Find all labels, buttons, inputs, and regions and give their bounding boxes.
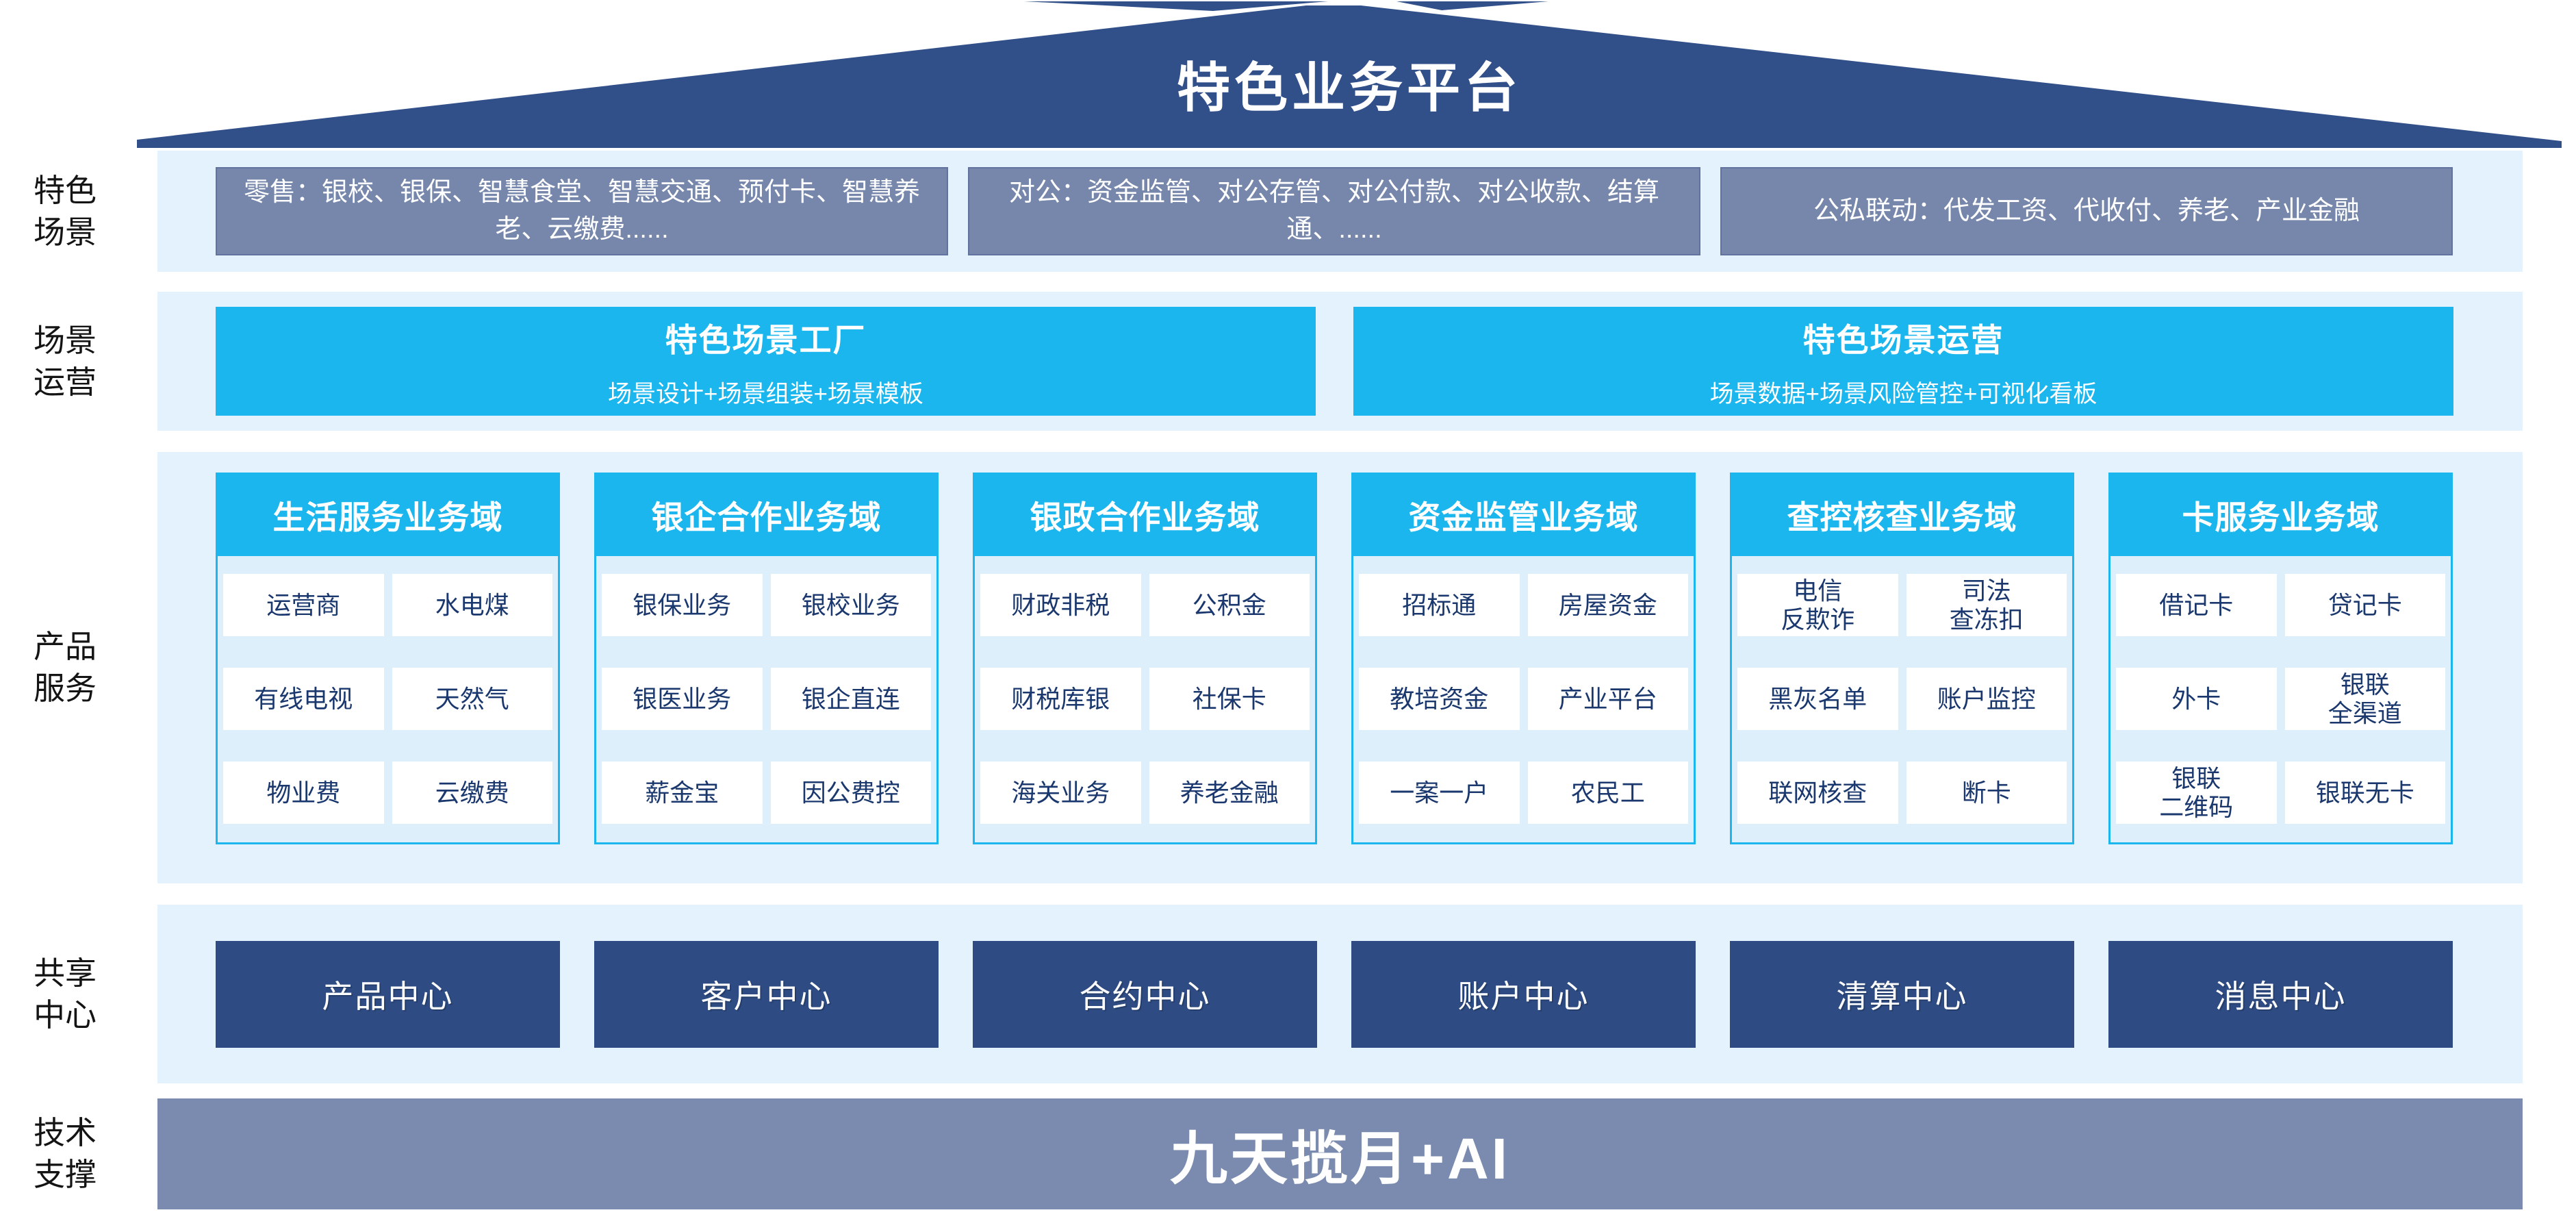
operation-subtitle: 场景设计+场景组装+场景模板 [608, 380, 923, 407]
product-column-body: 银保业务 银校业务 银医业务 银企直连 薪金宝 因公费控 [594, 556, 939, 844]
product-cell: 公积金 [1149, 574, 1310, 636]
product-cell: 黑灰名单 [1737, 668, 1898, 730]
product-cell: 贷记卡 [2284, 574, 2445, 636]
shared-centers-band: 产品中心 客户中心 合约中心 账户中心 清算中心 消息中心 [157, 905, 2523, 1083]
center-box-customer: 客户中心 [594, 940, 939, 1048]
product-column-bank-enterprise: 银企合作业务域 银保业务 银校业务 银医业务 银企直连 薪金宝 因公费控 [594, 473, 939, 844]
product-cell: 一案一户 [1359, 762, 1520, 824]
product-cell: 因公费控 [770, 762, 931, 824]
product-column-header: 银企合作业务域 [594, 473, 939, 556]
product-column-body: 电信 反欺诈 司法 查冻扣 黑灰名单 账户监控 联网核查 断卡 [1730, 556, 2074, 844]
operation-title: 特色场景运营 [1802, 321, 2004, 358]
row-label-tech: 技术 支撑 [34, 1115, 97, 1192]
product-cell: 招标通 [1359, 574, 1520, 636]
tech-support-bar: 九天揽月+AI [157, 1098, 2523, 1209]
product-cell: 物业费 [223, 762, 384, 824]
row-label-shared: 共享 中心 [34, 955, 97, 1033]
product-column-card-service: 卡服务业务域 借记卡 贷记卡 外卡 银联 全渠道 银联 二维码 银联无卡 [2108, 473, 2453, 844]
product-cell: 房屋资金 [1527, 574, 1688, 636]
operation-title: 特色场景工厂 [665, 321, 867, 358]
row-label-operations: 场景 运营 [34, 322, 97, 400]
product-cell: 银联无卡 [2284, 762, 2445, 824]
products-band: 生活服务业务域 运营商 水电煤 有线电视 天然气 物业费 云缴费 银企合作业务域… [157, 452, 2523, 883]
row-label-scenarios: 特色 场景 [34, 172, 97, 250]
scenario-box-retail: 零售：银校、银保、智慧食堂、智慧交通、预付卡、智慧养老、云缴费...... [216, 167, 948, 255]
product-cell: 财政非税 [980, 574, 1141, 636]
product-column-body: 借记卡 贷记卡 外卡 银联 全渠道 银联 二维码 银联无卡 [2108, 556, 2453, 844]
roof-shape [137, 1, 2562, 148]
product-cell: 联网核查 [1737, 762, 1898, 824]
product-cell: 农民工 [1527, 762, 1688, 824]
product-cell: 薪金宝 [602, 762, 763, 824]
operations-band: 特色场景工厂 场景设计+场景组装+场景模板 特色场景运营 场景数据+场景风险管控… [157, 292, 2523, 431]
scenarios-band: 零售：银校、银保、智慧食堂、智慧交通、预付卡、智慧养老、云缴费...... 对公… [157, 151, 2523, 272]
product-cell: 电信 反欺诈 [1737, 574, 1898, 636]
center-box-contract: 合约中心 [973, 940, 1317, 1048]
roof-fold-right [1397, 1, 1548, 10]
row-label-products: 产品 服务 [34, 629, 97, 706]
product-cell: 财税库银 [980, 668, 1141, 730]
product-column-inquiry-control: 查控核查业务域 电信 反欺诈 司法 查冻扣 黑灰名单 账户监控 联网核查 断卡 [1730, 473, 2074, 844]
product-cell: 司法 查冻扣 [1906, 574, 2067, 636]
roof-fold-left [1024, 1, 1328, 11]
product-column-body: 财政非税 公积金 财税库银 社保卡 海关业务 养老金融 [973, 556, 1317, 844]
center-box-clearing: 清算中心 [1730, 940, 2074, 1048]
product-cell: 运营商 [223, 574, 384, 636]
product-cell: 银联 全渠道 [2284, 668, 2445, 730]
product-column-body: 招标通 房屋资金 教培资金 产业平台 一案一户 农民工 [1351, 556, 1696, 844]
product-cell: 银联 二维码 [2116, 762, 2277, 824]
operation-box-factory: 特色场景工厂 场景设计+场景组装+场景模板 [216, 307, 1316, 416]
product-cell: 天然气 [392, 668, 552, 730]
product-column-header: 银政合作业务域 [973, 473, 1317, 556]
product-cell: 账户监控 [1906, 668, 2067, 730]
product-cell: 银医业务 [602, 668, 763, 730]
product-cell: 有线电视 [223, 668, 384, 730]
center-box-account: 账户中心 [1351, 940, 1696, 1048]
product-cell: 云缴费 [392, 762, 552, 824]
product-cell: 银校业务 [770, 574, 931, 636]
product-column-bank-government: 银政合作业务域 财政非税 公积金 财税库银 社保卡 海关业务 养老金融 [973, 473, 1317, 844]
product-cell: 借记卡 [2116, 574, 2277, 636]
product-column-fund-supervision: 资金监管业务域 招标通 房屋资金 教培资金 产业平台 一案一户 农民工 [1351, 473, 1696, 844]
product-cell: 产业平台 [1527, 668, 1688, 730]
product-cell: 海关业务 [980, 762, 1141, 824]
center-box-message: 消息中心 [2108, 940, 2453, 1048]
scenario-box-linkage: 公私联动：代发工资、代收付、养老、产业金融 [1720, 167, 2453, 255]
roof-pentagon [137, 5, 2562, 148]
product-column-life-service: 生活服务业务域 运营商 水电煤 有线电视 天然气 物业费 云缴费 [216, 473, 560, 844]
product-column-header: 资金监管业务域 [1351, 473, 1696, 556]
product-column-header: 生活服务业务域 [216, 473, 560, 556]
operation-subtitle: 场景数据+场景风险管控+可视化看板 [1709, 380, 2097, 407]
product-cell: 教培资金 [1359, 668, 1520, 730]
product-column-header: 卡服务业务域 [2108, 473, 2453, 556]
scenario-box-corporate: 对公：资金监管、对公存管、对公付款、对公收款、结算通、...... [968, 167, 1700, 255]
operation-box-operation: 特色场景运营 场景数据+场景风险管控+可视化看板 [1353, 307, 2453, 416]
product-cell: 养老金融 [1149, 762, 1310, 824]
product-cell: 水电煤 [392, 574, 552, 636]
product-cell: 银保业务 [602, 574, 763, 636]
product-cell: 银企直连 [770, 668, 931, 730]
product-column-body: 运营商 水电煤 有线电视 天然气 物业费 云缴费 [216, 556, 560, 844]
product-cell: 断卡 [1906, 762, 2067, 824]
product-cell: 外卡 [2116, 668, 2277, 730]
product-column-header: 查控核查业务域 [1730, 473, 2074, 556]
product-cell: 社保卡 [1149, 668, 1310, 730]
page-title: 特色业务平台 [1176, 58, 1522, 118]
center-box-product: 产品中心 [216, 940, 560, 1048]
